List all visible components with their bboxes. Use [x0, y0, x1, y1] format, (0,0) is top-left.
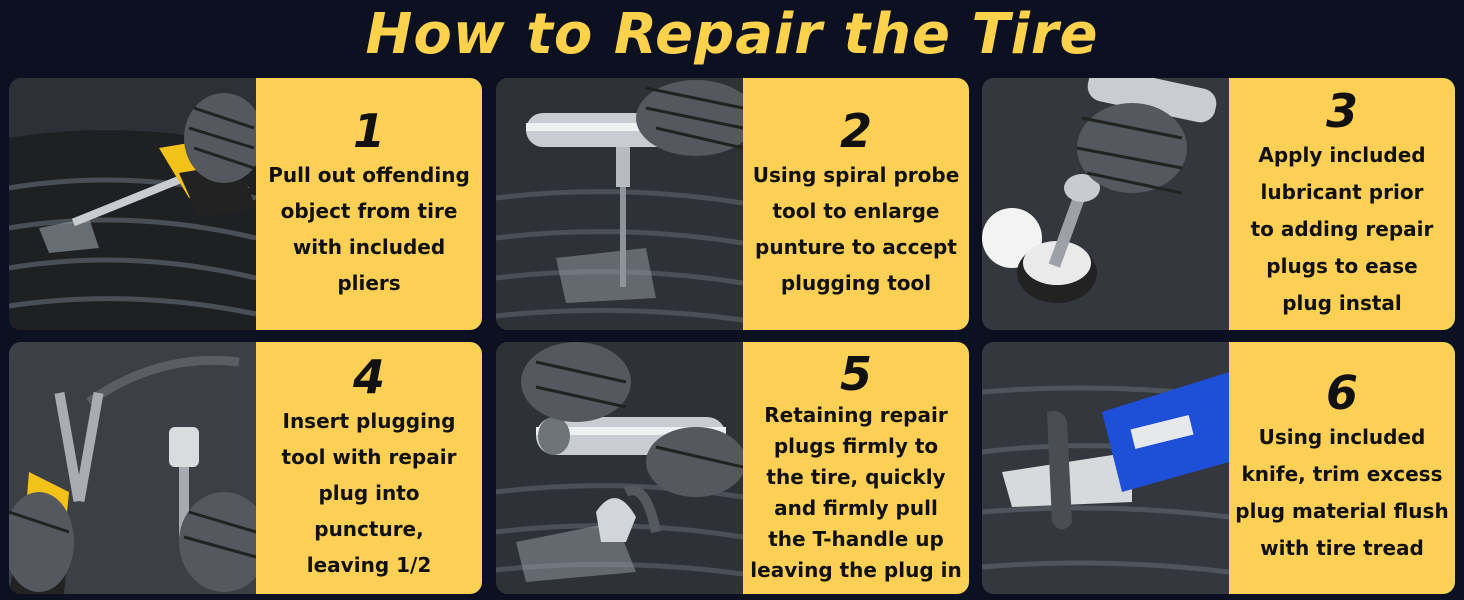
- step-3-photo: [982, 78, 1229, 330]
- step-2-photo: [496, 78, 743, 330]
- step-6-photo: [982, 342, 1229, 594]
- step-number: 1: [352, 104, 385, 158]
- step-card-6: 6 Using included knife, trim excess plug…: [982, 342, 1455, 594]
- step-1-photo: [9, 78, 256, 330]
- page-title: How to Repair the Tire: [365, 2, 1099, 67]
- step-description: Using included knife, trim excess plug m…: [1235, 425, 1449, 560]
- step-description: Insert plugging tool with repair plug in…: [281, 409, 457, 577]
- step-card-3: 3 Apply included lubricant prior to addi…: [982, 78, 1455, 330]
- step-3-panel: 3 Apply included lubricant prior to addi…: [1229, 78, 1455, 330]
- step-card-1: 1 Pull out offending object from tire wi…: [9, 78, 482, 330]
- step-description: Using spiral probe tool to enlarge puntu…: [752, 163, 960, 295]
- step-description: Apply included lubricant prior to adding…: [1250, 142, 1434, 315]
- step-4-photo: [9, 342, 256, 594]
- step-description: Retaining repair plugs firmly to the tir…: [750, 403, 962, 582]
- step-number: 5: [839, 347, 872, 401]
- step-card-4: 4 Insert plugging tool with repair plug …: [9, 342, 482, 594]
- step-6-panel: 6 Using included knife, trim excess plug…: [1229, 342, 1455, 594]
- step-card-5: 5 Retaining repair plugs firmly to the t…: [496, 342, 969, 594]
- step-1-panel: 1 Pull out offending object from tire wi…: [256, 78, 482, 330]
- step-5-photo: [496, 342, 743, 594]
- step-description: Pull out offending object from tire with…: [268, 163, 470, 295]
- step-number: 6: [1325, 366, 1358, 420]
- step-5-panel: 5 Retaining repair plugs firmly to the t…: [743, 342, 969, 594]
- step-2-panel: 2 Using spiral probe tool to enlarge pun…: [743, 78, 969, 330]
- step-number: 3: [1325, 83, 1358, 138]
- step-card-2: 2 Using spiral probe tool to enlarge pun…: [496, 78, 969, 330]
- step-number: 2: [839, 104, 872, 158]
- step-4-panel: 4 Insert plugging tool with repair plug …: [256, 342, 482, 594]
- step-number: 4: [352, 350, 385, 404]
